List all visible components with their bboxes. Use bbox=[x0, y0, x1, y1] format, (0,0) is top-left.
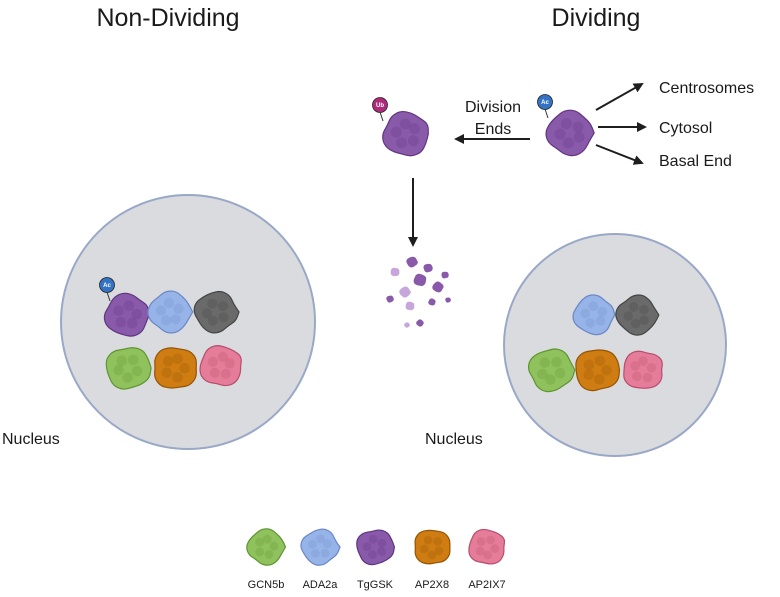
fragment bbox=[399, 286, 411, 298]
protein-tggsk-ubiquitinated bbox=[382, 110, 429, 157]
ubiquitin-tag-tggsk: Ub bbox=[372, 97, 388, 122]
protein-ap2ix7-left bbox=[199, 345, 242, 387]
nucleus-left bbox=[60, 194, 316, 450]
legend-label-tggsk: TgGSK bbox=[357, 579, 394, 591]
ubiquitin-tag-text: Ub bbox=[376, 103, 384, 109]
target-basal-end: Basal End bbox=[659, 153, 732, 170]
protein-ap2ix7-right bbox=[623, 350, 663, 389]
protein-tggsk-left bbox=[103, 292, 150, 337]
protein-ada2a-right bbox=[572, 294, 616, 336]
fragment bbox=[432, 281, 444, 293]
nucleus-label-left: Nucleus bbox=[2, 431, 60, 448]
fragment bbox=[441, 271, 449, 279]
protein-ap2x8-right bbox=[575, 349, 621, 392]
nucleus-label-right: Nucleus bbox=[425, 431, 483, 448]
protein-gcn5b-right bbox=[527, 348, 576, 393]
nucleus-right bbox=[503, 233, 727, 457]
fragment bbox=[386, 295, 394, 303]
fragment bbox=[445, 297, 451, 303]
target-centrosomes: Centrosomes bbox=[659, 80, 754, 97]
fragment bbox=[404, 322, 410, 328]
protein-tggsk-acetylated bbox=[545, 109, 595, 157]
legend-label-ada2a: ADA2a bbox=[303, 579, 339, 591]
fragment bbox=[405, 301, 415, 311]
protein-gray-right bbox=[615, 294, 660, 336]
acetyl-tag-text: Ac bbox=[103, 283, 111, 289]
legend-label-ap2ix7: AP2IX7 bbox=[468, 579, 505, 591]
acetyl-tag-tggsk-left: Ac bbox=[99, 277, 115, 302]
fragment bbox=[428, 298, 436, 306]
acetyl-tag-text: Ac bbox=[541, 100, 549, 106]
arrow-basal-end bbox=[595, 144, 644, 165]
legend-icon-ap2x8 bbox=[414, 529, 451, 565]
fragment bbox=[390, 267, 400, 277]
legend-icon-gcn5b bbox=[246, 528, 287, 566]
legend-label-ap2x8: AP2X8 bbox=[415, 579, 449, 591]
division-ends-label-line2: Ends bbox=[475, 121, 511, 138]
heading-non-dividing: Non-Dividing bbox=[96, 4, 239, 32]
fragment bbox=[413, 273, 427, 286]
protein-ada2a-left bbox=[147, 290, 194, 334]
legend-label-gcn5b: GCN5b bbox=[248, 579, 285, 591]
heading-dividing: Dividing bbox=[552, 4, 641, 32]
legend-icon-ap2ix7 bbox=[468, 528, 506, 565]
protein-gray-left bbox=[193, 290, 240, 334]
protein-ap2x8-left bbox=[154, 347, 197, 389]
division-ends-label-line1: Division bbox=[465, 99, 521, 116]
target-cytosol: Cytosol bbox=[659, 120, 712, 137]
legend-icon-ada2a bbox=[300, 528, 341, 566]
fragment bbox=[416, 319, 424, 327]
fragment bbox=[423, 263, 433, 273]
arrow-centrosomes bbox=[595, 83, 644, 111]
fragment bbox=[406, 256, 418, 268]
protein-gcn5b-left bbox=[105, 347, 152, 390]
acetyl-tag-tggsk-right: Ac bbox=[537, 94, 553, 119]
degraded-tggsk-fragments bbox=[386, 256, 451, 328]
legend-icon-tggsk bbox=[356, 529, 396, 566]
